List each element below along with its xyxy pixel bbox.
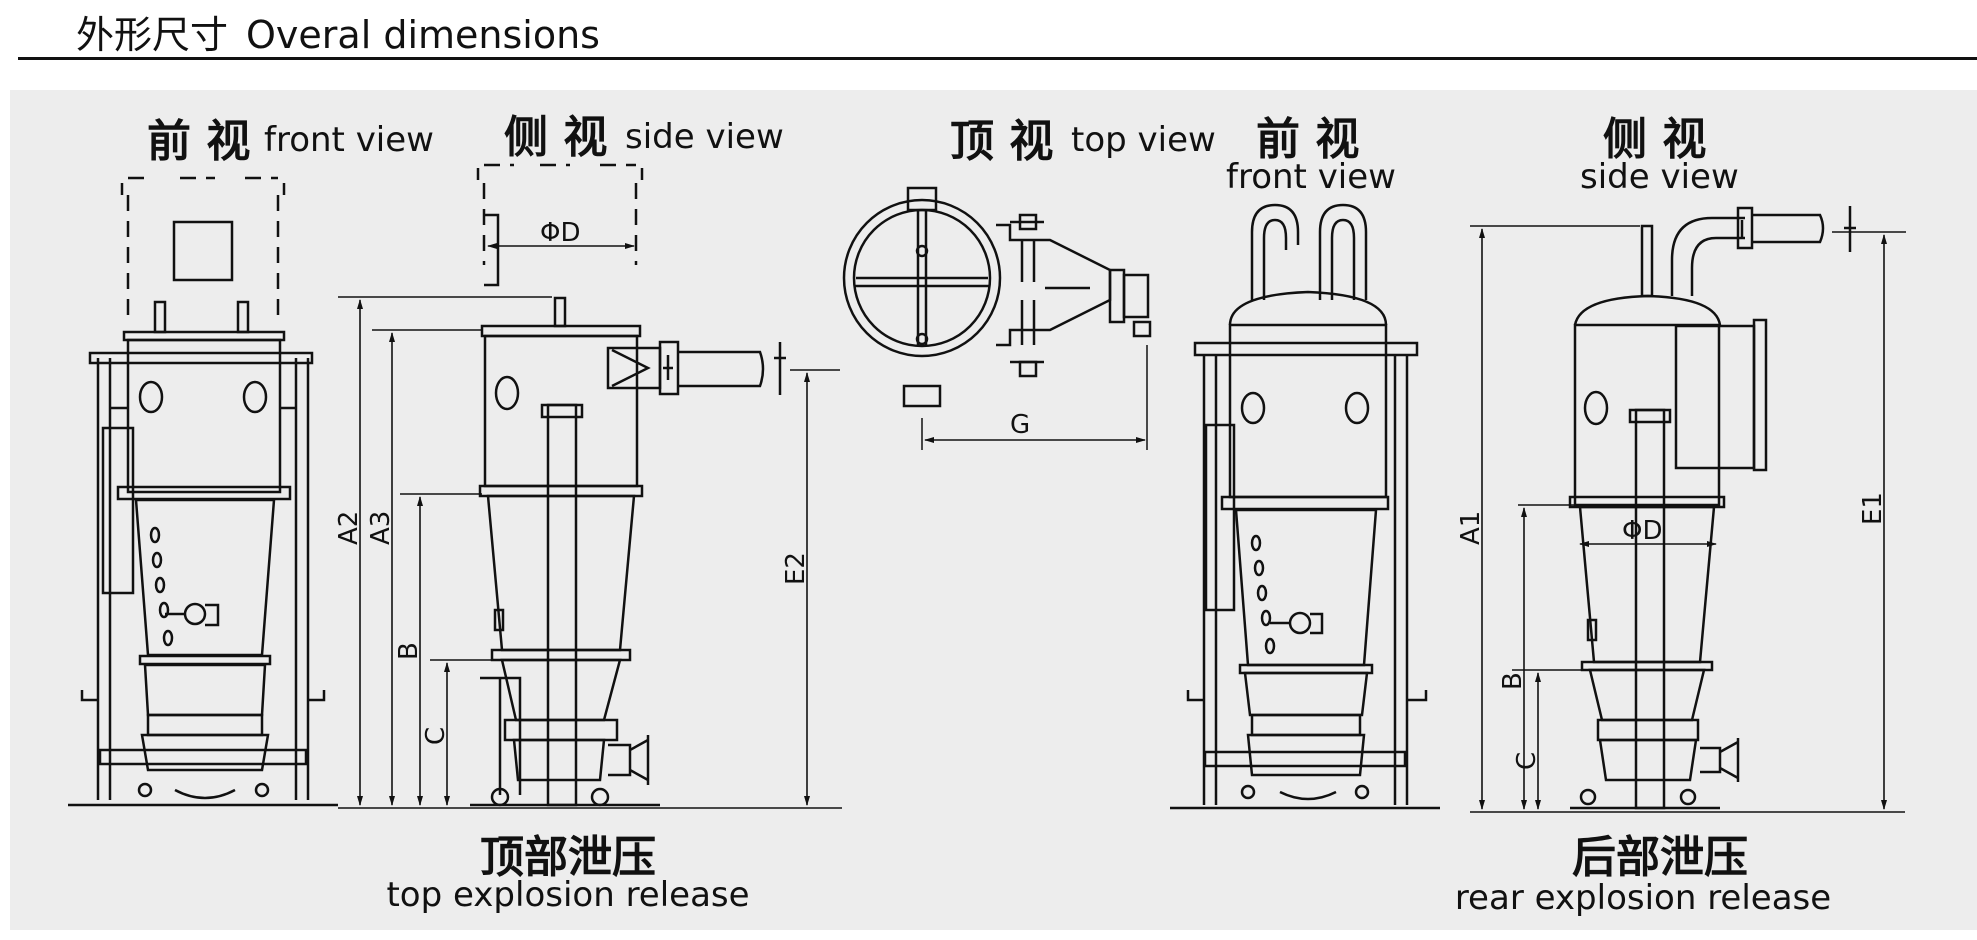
dim-C-1: C [421,727,451,745]
dim-A1: A1 [1456,511,1486,545]
header: 外形尺寸 Overal dimensions [0,0,1977,60]
side-view-2-title-en: side view [1580,157,1739,197]
title-cn: 外形尺寸 [76,13,229,57]
front-view-2-machine [1170,203,1440,810]
dim-E1: E1 [1858,492,1888,525]
rear-release-caption-en: rear explosion release [1455,878,1831,918]
top-view-title-en: top view [1071,120,1216,160]
dim-B-1: B [394,642,424,660]
dim-A3: A3 [366,511,396,545]
title-en: Overal dimensions [246,13,600,57]
dim-A2: A2 [334,511,364,545]
rear-release-caption-cn: 后部泄压 [1572,832,1748,883]
front-view-1-title-cn: 前 视 [147,116,250,167]
top-release-caption-en: top explosion release [386,875,749,915]
dim-C-2: C [1512,752,1542,770]
side-view-1-title-en: side view [625,117,784,157]
side-view-2-title-cn: 侧 视 [1603,114,1706,165]
top-release-caption-cn: 顶部泄压 [480,832,656,883]
side-view-1-title-cn: 侧 视 [504,112,607,163]
dim-B-2: B [1498,672,1528,690]
top-view-machine [842,186,1152,450]
header-rule [18,57,1977,60]
side-view-1-machine [470,163,786,807]
dim-phiD-2: ΦD [1622,516,1663,546]
dim-G: G [1010,410,1030,440]
dim-phiD-1: ΦD [540,218,581,248]
front-view-2-title-cn: 前 视 [1256,114,1359,165]
side-view-2-machine [1568,206,1856,810]
front-view-2-title-en: front view [1226,157,1396,197]
drawing-panel [10,90,1977,930]
dim-E2: E2 [781,552,811,585]
front-view-1-machine [68,176,338,807]
front-view-1-title-en: front view [264,120,434,160]
page-title: 外形尺寸 Overal dimensions [76,4,600,59]
top-view-title-cn: 顶 视 [950,116,1053,167]
